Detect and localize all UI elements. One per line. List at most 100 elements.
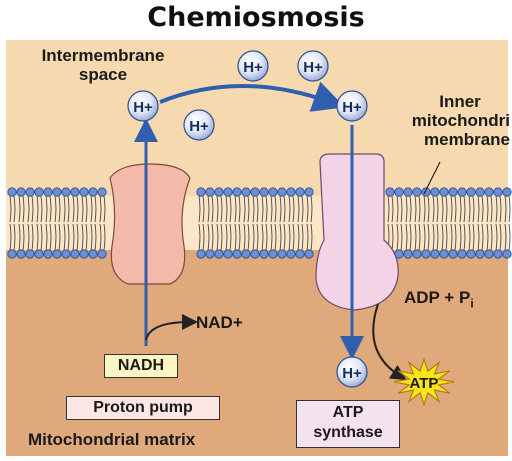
lipid-head [25, 187, 35, 197]
lipid-tail [418, 195, 421, 223]
lipid-head [457, 187, 467, 197]
lipid-tail [486, 195, 489, 223]
lipid-head [439, 187, 449, 197]
lipid-tail [306, 195, 309, 223]
lipid-head [295, 249, 305, 259]
lipid-tail [409, 195, 412, 223]
lipid-tail [103, 195, 106, 223]
lipid-tail [423, 195, 426, 223]
lipid-head [43, 249, 53, 259]
lipid-tail [508, 223, 511, 251]
lipid-tail [31, 223, 34, 251]
lipid-tail [22, 195, 25, 223]
lipid-tail [391, 195, 394, 223]
lipid-head [448, 249, 458, 259]
lipid-tail [441, 223, 444, 251]
lipid-tail [490, 195, 493, 223]
atp-synthase-box: ATP synthase [296, 400, 400, 448]
lipid-tail [432, 195, 435, 223]
lipid-tail [234, 223, 237, 251]
lipid-tail [297, 195, 300, 223]
lipid-head [223, 187, 233, 197]
lipid-tail [90, 223, 93, 251]
lipid-tail [36, 223, 39, 251]
lipid-tail [283, 223, 286, 251]
lipid-head [61, 249, 71, 259]
lipid-tail [72, 223, 75, 251]
lipid-tail [400, 223, 403, 251]
lipid-tail [504, 195, 507, 223]
lipid-tail [481, 223, 484, 251]
svg-text:ATP: ATP [410, 375, 439, 392]
lipid-head [16, 249, 26, 259]
lipid-head [304, 187, 314, 197]
lipid-head [250, 187, 260, 197]
inner-membrane-line2: mitochondri [411, 111, 510, 130]
lipid-tail [310, 195, 313, 223]
lipid-tail [450, 223, 453, 251]
lipid-head [70, 187, 80, 197]
lipid-tail [283, 195, 286, 223]
lipid-tail [432, 223, 435, 251]
lipid-tail [261, 223, 264, 251]
adp-to-atp-arrow [372, 303, 407, 381]
nadh-box: NADH [104, 354, 178, 378]
adp-pi-label: ADP + Pi [404, 288, 474, 313]
lipid-tail [387, 195, 390, 223]
lipid-tail [72, 195, 75, 223]
lipid-head [97, 187, 107, 197]
lipid-tail [207, 223, 210, 251]
lipid-tail [229, 195, 232, 223]
atp-starburst: ATP [393, 357, 455, 407]
inner-membrane-line3: membrane [424, 130, 510, 149]
lipid-tail [427, 223, 430, 251]
lipid-tail [436, 195, 439, 223]
h-plus-ion: H+ [336, 90, 368, 122]
lipid-head [286, 187, 296, 197]
lipid-tail [13, 223, 16, 251]
lipid-head [502, 249, 512, 259]
lipid-head [268, 187, 278, 197]
lipid-tail [256, 195, 259, 223]
lipid-tail [18, 195, 21, 223]
lipid-head [241, 249, 251, 259]
lipid-head [412, 187, 422, 197]
lipid-tail [459, 223, 462, 251]
lipid-head [241, 187, 251, 197]
lipid-tail [252, 195, 255, 223]
lipid-head [223, 249, 233, 259]
lipid-head [7, 249, 17, 259]
lipid-tail [45, 195, 48, 223]
lipid-head [421, 187, 431, 197]
lipid-tail [216, 223, 219, 251]
lipid-tail [265, 223, 268, 251]
lipid-head [304, 249, 314, 259]
lipid-head [205, 249, 215, 259]
lipid-tail [49, 223, 52, 251]
lipid-tail [463, 223, 466, 251]
adp-pi-subscript: i [470, 296, 474, 311]
lipid-head [403, 187, 413, 197]
lipid-head [259, 249, 269, 259]
lipid-tail [76, 195, 79, 223]
lipid-tail [495, 223, 498, 251]
lipid-tail [391, 223, 394, 251]
lipid-tail [94, 223, 97, 251]
lipid-tail [310, 223, 313, 251]
lipid-head [7, 187, 17, 197]
svg-text:H+: H+ [133, 99, 153, 116]
lipid-tail [243, 195, 246, 223]
lipid-head [421, 249, 431, 259]
lipid-head [232, 187, 242, 197]
lipid-tail [99, 195, 102, 223]
lipid-tail [274, 195, 277, 223]
lipid-tail [301, 195, 304, 223]
lipid-tail [468, 195, 471, 223]
lipid-head [79, 249, 89, 259]
lipid-tail [508, 195, 511, 223]
proton-pump-box: Proton pump [66, 396, 220, 420]
lipid-tail [85, 195, 88, 223]
lipid-tail [441, 195, 444, 223]
lipid-tail [454, 223, 457, 251]
h-plus-ion: H+ [336, 356, 368, 388]
